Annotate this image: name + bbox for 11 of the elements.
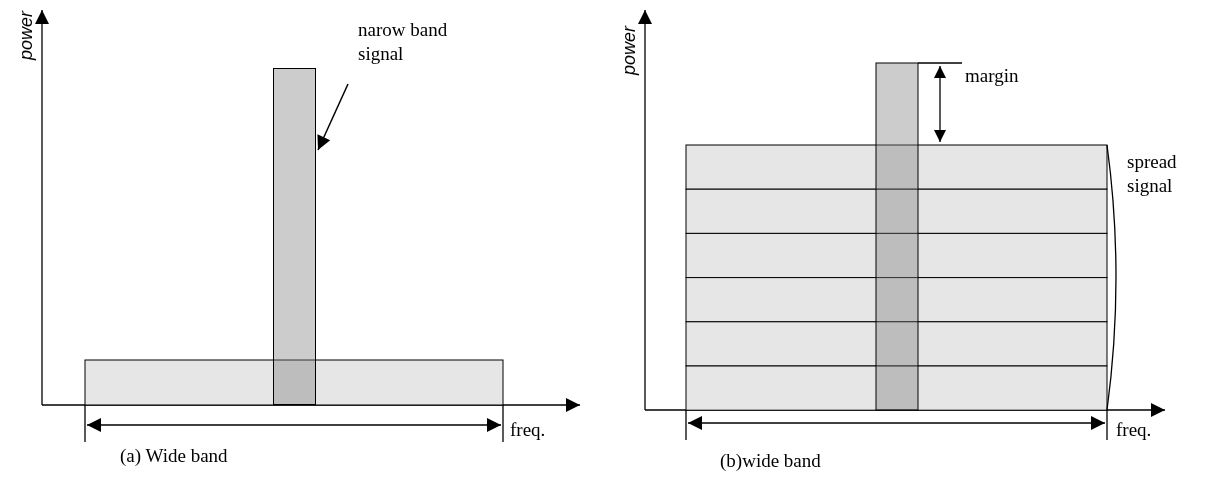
axis-label: power [618,25,640,75]
caption: (b)wide band [720,449,821,473]
axis-label: freq. [1116,418,1152,442]
caption: (a) Wide band [120,444,228,468]
axis-label: power [15,10,37,60]
dimension-label: margin [965,64,1019,88]
callout-text: spread signal [1127,150,1178,198]
leader-arrow [317,83,349,151]
narrow-band-bar [273,68,316,405]
callout-text: narow band signal [358,18,478,66]
axis-label: freq. [510,418,546,442]
